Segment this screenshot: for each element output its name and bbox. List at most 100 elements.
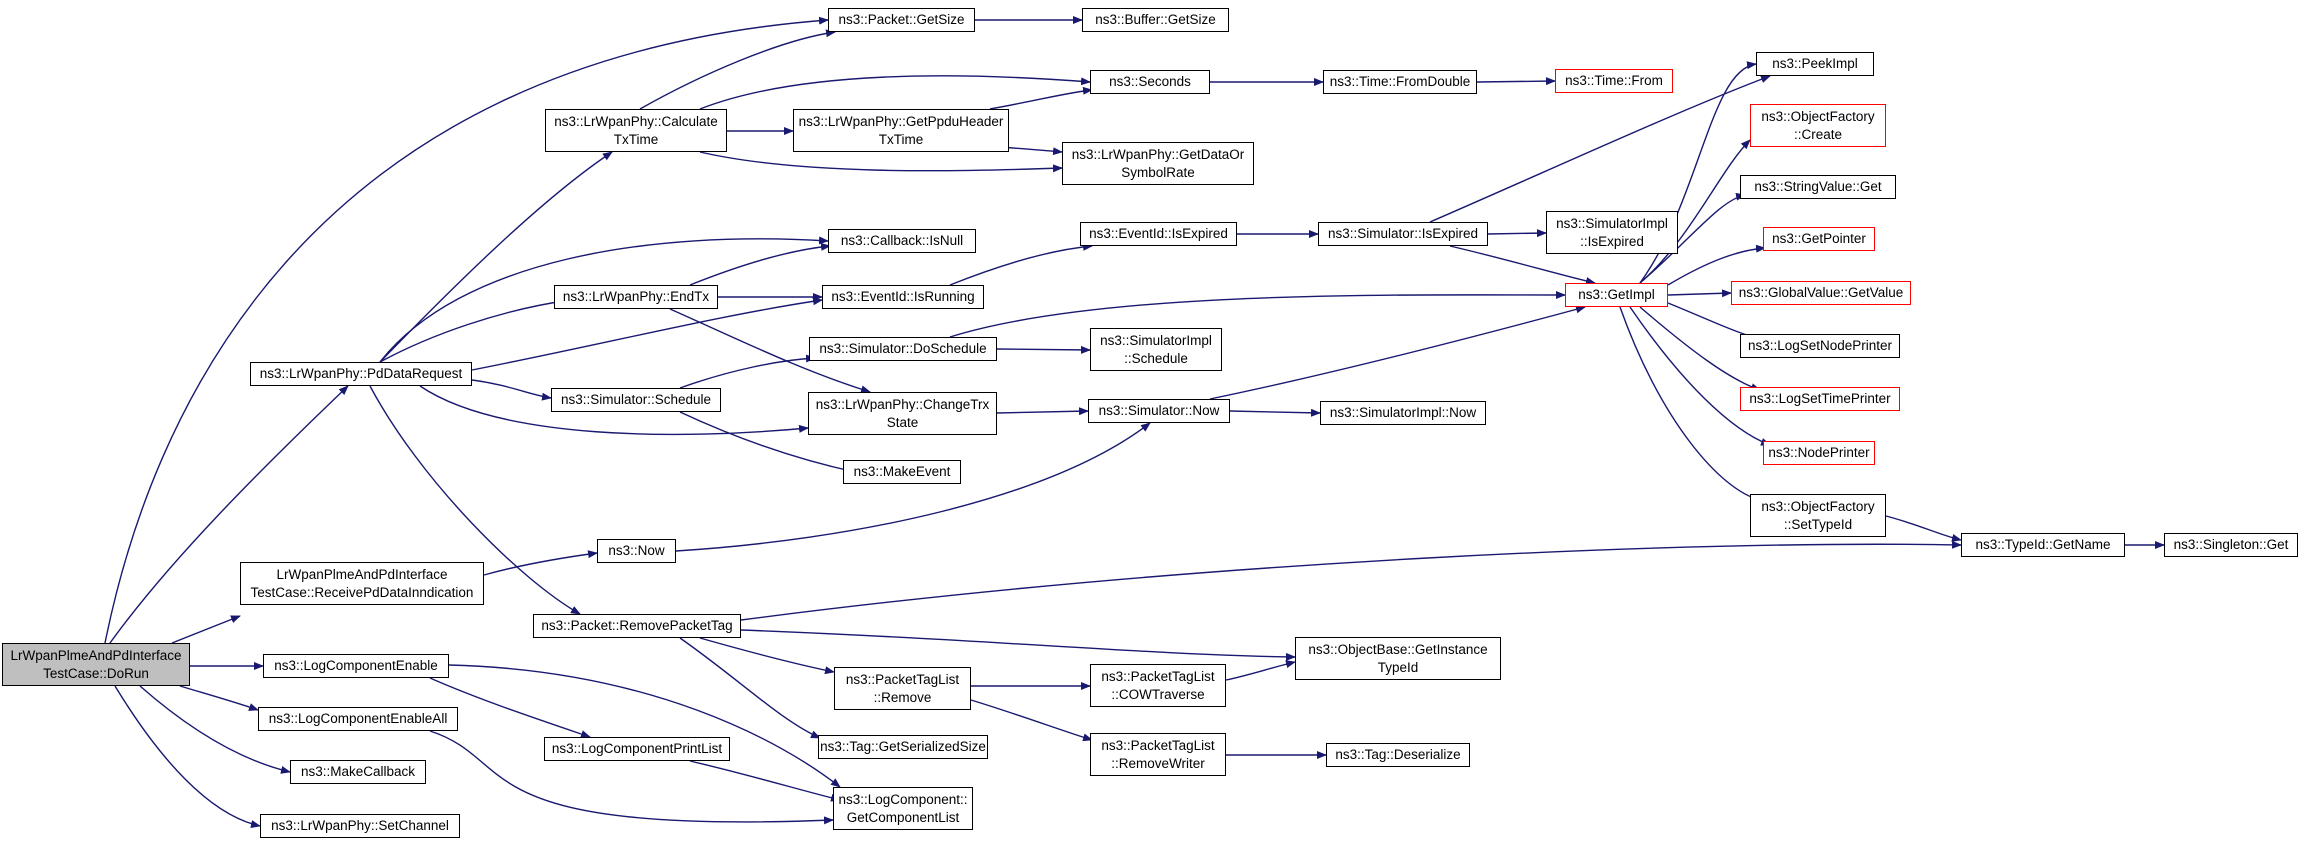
edge-root-to-packet-get-size <box>104 16 829 644</box>
edge-root-to-receive-pd-data <box>171 615 241 644</box>
node-cow-traverse[interactable]: ns3::PacketTagList::COWTraverse <box>1090 664 1226 707</box>
edge-receive-pd-data-to-ns3-now <box>483 550 598 576</box>
edge-pd-data-request-to-change-trx-state <box>419 385 809 436</box>
edge-get-impl-to-string-value-get <box>1639 192 1746 284</box>
node-get-ppdu-header-line2: TxTime <box>878 131 924 147</box>
node-get-pointer[interactable]: ns3::GetPointer <box>1763 227 1875 251</box>
edge-end-tx-to-change-trx-state <box>669 308 871 394</box>
node-packet-remove-tag-line1: ns3::Packet::RemovePacketTag <box>541 618 733 634</box>
node-make-callback-line1: ns3::MakeCallback <box>300 764 416 780</box>
node-singleton-get[interactable]: ns3::Singleton::Get <box>2164 533 2298 557</box>
node-packet-get-size[interactable]: ns3::Packet::GetSize <box>828 8 975 32</box>
node-make-callback[interactable]: ns3::MakeCallback <box>290 760 426 784</box>
node-pd-data-request-line1: ns3::LrWpanPhy::PdDataRequest <box>259 366 463 382</box>
node-pd-data-request[interactable]: ns3::LrWpanPhy::PdDataRequest <box>250 362 472 386</box>
node-eventid-is-running[interactable]: ns3::EventId::IsRunning <box>822 285 984 309</box>
node-log-component-enable[interactable]: ns3::LogComponentEnable <box>263 654 449 678</box>
node-set-channel[interactable]: ns3::LrWpanPhy::SetChannel <box>260 814 460 838</box>
node-simulatorimpl-schedule-line1: ns3::SimulatorImpl <box>1100 332 1212 348</box>
node-object-factory-set-type-id-line2: ::SetTypeId <box>1783 516 1853 532</box>
edge-change-trx-state-to-simulator-now <box>996 407 1089 416</box>
node-log-component-enable-line1: ns3::LogComponentEnable <box>274 658 438 674</box>
node-time-from-double[interactable]: ns3::Time::FromDouble <box>1323 70 1477 94</box>
node-simulator-schedule[interactable]: ns3::Simulator::Schedule <box>551 388 721 412</box>
node-object-factory-create-line1: ns3::ObjectFactory <box>1761 108 1875 124</box>
edge-log-component-enable-to-log-component-print-list <box>429 677 591 738</box>
node-make-event[interactable]: ns3::MakeEvent <box>843 460 961 484</box>
node-buffer-get-size[interactable]: ns3::Buffer::GetSize <box>1082 8 1229 32</box>
node-peek-impl[interactable]: ns3::PeekImpl <box>1756 52 1874 76</box>
node-typeid-get-name[interactable]: ns3::TypeId::GetName <box>1961 533 2125 557</box>
edge-time-from-double-to-time-from <box>1476 77 1556 86</box>
edge-simulator-is-expired-to-get-impl <box>1449 245 1596 285</box>
node-eventid-is-expired[interactable]: ns3::EventId::IsExpired <box>1080 222 1237 246</box>
node-global-value-get-value[interactable]: ns3::GlobalValue::GetValue <box>1731 281 1911 305</box>
edge-log-component-enable-all-to-log-component-get-list <box>429 730 834 825</box>
node-typeid-get-name-line1: ns3::TypeId::GetName <box>1975 537 2111 553</box>
node-ns3-now[interactable]: ns3::Now <box>597 539 676 563</box>
node-seconds[interactable]: ns3::Seconds <box>1090 70 1210 94</box>
node-simulator-now[interactable]: ns3::Simulator::Now <box>1088 399 1230 423</box>
node-packet-remove-tag[interactable]: ns3::Packet::RemovePacketTag <box>533 614 741 638</box>
node-cow-traverse-line1: ns3::PacketTagList <box>1101 668 1215 684</box>
node-receive-pd-data-line1: LrWpanPlmeAndPdInterface <box>276 566 448 582</box>
node-object-factory-set-type-id[interactable]: ns3::ObjectFactory::SetTypeId <box>1750 494 1886 537</box>
edge-pd-data-request-to-packet-remove-tag <box>369 385 581 615</box>
node-node-printer[interactable]: ns3::NodePrinter <box>1763 441 1875 465</box>
node-make-event-line1: ns3::MakeEvent <box>853 464 951 480</box>
node-buffer-get-size-line1: ns3::Buffer::GetSize <box>1095 12 1216 28</box>
edge-pd-data-request-to-eventid-is-running <box>471 297 823 371</box>
node-time-from[interactable]: ns3::Time::From <box>1555 69 1673 93</box>
node-get-impl[interactable]: ns3::GetImpl <box>1565 283 1668 307</box>
edge-pd-data-request-to-end-tx <box>379 297 571 363</box>
node-eventid-is-running-line1: ns3::EventId::IsRunning <box>831 289 975 305</box>
node-packet-tag-list-remove-line2: ::Remove <box>873 689 932 705</box>
edge-ns3-now-to-simulator-now <box>675 422 1151 552</box>
edge-simulator-do-schedule-to-simulatorimpl-schedule <box>996 345 1091 354</box>
edge-packet-remove-tag-to-tag-get-serialized-size <box>679 637 821 739</box>
node-packet-tag-list-remove[interactable]: ns3::PacketTagList::Remove <box>834 667 971 710</box>
edge-simulator-is-expired-to-simulatorimpl-is-expired <box>1487 229 1547 238</box>
node-tag-get-serialized-size[interactable]: ns3::Tag::GetSerializedSize <box>818 735 988 759</box>
node-object-base-get-instance-line1: ns3::ObjectBase::GetInstance <box>1308 641 1488 657</box>
node-simulator-do-schedule[interactable]: ns3::Simulator::DoSchedule <box>809 337 997 361</box>
edge-calculate-tx-time-to-packet-get-size <box>639 29 836 110</box>
node-root-line1: LrWpanPlmeAndPdInterface <box>10 647 182 663</box>
node-object-base-get-instance-line2: TypeId <box>1377 659 1419 675</box>
node-global-value-get-value-line1: ns3::GlobalValue::GetValue <box>1738 285 1904 301</box>
edge-root-to-log-component-enable-all <box>179 685 259 711</box>
node-log-set-node-printer[interactable]: ns3::LogSetNodePrinter <box>1740 334 1900 358</box>
node-get-data-or-symbol-rate-line1: ns3::LrWpanPhy::GetDataOr <box>1071 146 1245 162</box>
edge-packet-remove-tag-to-object-base-get-instance <box>740 629 1296 661</box>
node-string-value-get[interactable]: ns3::StringValue::Get <box>1740 175 1896 199</box>
node-receive-pd-data-line2: TestCase::ReceivePdDataInndication <box>250 584 474 600</box>
node-simulatorimpl-schedule[interactable]: ns3::SimulatorImpl::Schedule <box>1090 328 1222 371</box>
node-simulatorimpl-is-expired[interactable]: ns3::SimulatorImpl::IsExpired <box>1546 211 1678 254</box>
node-tag-get-serialized-size-line1: ns3::Tag::GetSerializedSize <box>820 739 986 755</box>
node-get-impl-line1: ns3::GetImpl <box>1578 287 1655 303</box>
node-object-factory-set-type-id-line1: ns3::ObjectFactory <box>1761 498 1875 514</box>
node-log-set-time-printer[interactable]: ns3::LogSetTimePrinter <box>1740 387 1900 411</box>
edge-eventid-is-running-to-eventid-is-expired <box>949 242 1093 286</box>
node-log-component-get-list[interactable]: ns3::LogComponent::GetComponentList <box>833 787 973 830</box>
node-object-factory-create[interactable]: ns3::ObjectFactory::Create <box>1750 104 1886 147</box>
node-remove-writer-line2: ::RemoveWriter <box>1111 755 1205 771</box>
node-simulatorimpl-now[interactable]: ns3::SimulatorImpl::Now <box>1320 401 1486 425</box>
node-log-set-time-printer-line1: ns3::LogSetTimePrinter <box>1749 391 1891 407</box>
node-simulator-now-line1: ns3::Simulator::Now <box>1098 403 1220 419</box>
node-callback-is-null[interactable]: ns3::Callback::IsNull <box>828 229 976 253</box>
edge-packet-tag-list-remove-to-remove-writer <box>970 699 1093 742</box>
node-log-component-print-list[interactable]: ns3::LogComponentPrintList <box>544 737 730 761</box>
node-log-component-enable-all[interactable]: ns3::LogComponentEnableAll <box>258 707 458 731</box>
edge-get-ppdu-header-to-seconds <box>989 86 1093 110</box>
node-simulator-is-expired[interactable]: ns3::Simulator::IsExpired <box>1318 222 1488 246</box>
node-tag-deserialize[interactable]: ns3::Tag::Deserialize <box>1326 743 1470 767</box>
node-end-tx[interactable]: ns3::LrWpanPhy::EndTx <box>554 285 718 309</box>
node-remove-writer[interactable]: ns3::PacketTagList::RemoveWriter <box>1090 733 1226 776</box>
